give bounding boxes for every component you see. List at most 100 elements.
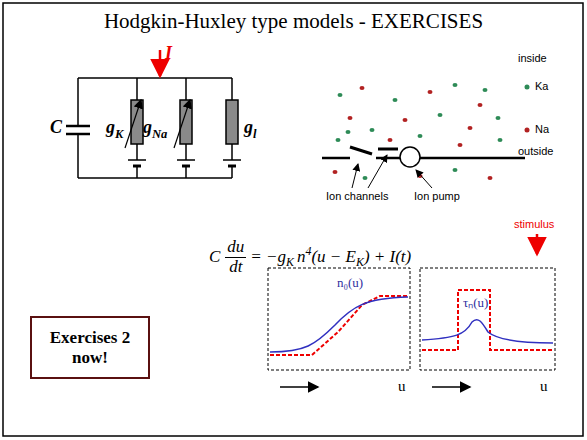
variable-arrow: [125, 100, 141, 148]
stimulus-label: stimulus: [514, 218, 554, 230]
ion-dot: [488, 176, 493, 180]
wire: [185, 144, 187, 160]
conductance-label-group: gK: [106, 118, 123, 141]
ion-dot: [348, 116, 353, 120]
region-label: outside: [518, 145, 553, 157]
ion-dot: [453, 83, 458, 87]
n0-curve: [270, 297, 408, 352]
curve-label: n₀(u): [337, 275, 363, 290]
conductance-branches: [125, 78, 241, 178]
plot-frame: [420, 268, 555, 370]
axis-label-group: u: [540, 378, 548, 395]
conductance-branch: [223, 78, 241, 178]
ka-dot: [525, 85, 530, 90]
ion-dot: [468, 126, 473, 130]
wire: [185, 166, 187, 178]
equation-part: = −g: [250, 247, 286, 266]
equation-part: K: [356, 255, 364, 269]
equation-part: C: [209, 248, 220, 267]
axis-arrow: [432, 386, 470, 388]
ion-dot: [403, 118, 408, 122]
equation-part: (u − E: [311, 247, 356, 266]
region-label-group: outside: [518, 145, 553, 157]
ion-dot: [453, 168, 458, 172]
region-label: inside: [518, 52, 547, 64]
circuit: [66, 78, 232, 178]
region-label-group: inside: [518, 52, 547, 64]
battery-plate: [128, 159, 146, 161]
ion-dot: [496, 116, 501, 120]
ion-label-group: Na: [535, 123, 549, 135]
wire: [136, 166, 138, 178]
wire: [231, 144, 233, 160]
membrane: [322, 147, 525, 167]
axis-label: u: [398, 378, 406, 394]
ion-dot: [360, 86, 365, 90]
equation-part: du: [225, 238, 246, 258]
ion-dot: [438, 113, 443, 117]
callout-label: Ion pump: [414, 190, 460, 202]
conductance-label: l: [253, 127, 257, 141]
callout-label: Ion channels: [326, 190, 388, 202]
conductance-label: g: [143, 117, 152, 137]
equation-part: 4: [305, 244, 311, 258]
wire: [136, 78, 138, 100]
equation: Cdudt= −gKn4(u − EK) + I(t): [209, 238, 411, 276]
equation-part: dt: [229, 258, 242, 277]
wire: [136, 144, 138, 160]
exercise-box: Exercises 2 now!: [30, 316, 150, 379]
leader-lines: [352, 155, 432, 188]
conductance-branch: [174, 78, 195, 178]
wire: [231, 166, 233, 178]
conductance-label: g: [106, 117, 115, 137]
curve-label-group: τₙ(u): [462, 296, 489, 310]
resistor-symbol: [226, 100, 238, 144]
current-label: I: [165, 43, 172, 63]
conductance-label: K: [115, 127, 123, 141]
conductance-label-group: gl: [244, 118, 257, 141]
stimulus-arrow: [536, 234, 539, 254]
callout-label-group: Ion channels: [326, 190, 388, 202]
ion-dot: [428, 90, 433, 94]
equation-part: n: [297, 247, 306, 266]
callout-label-group: Ion pump: [414, 190, 460, 202]
conductance-label: Na: [152, 127, 167, 141]
conductance-branch: [125, 78, 146, 178]
ion-dot: [478, 103, 483, 107]
ion-dot: [336, 138, 341, 142]
na-dot: [525, 128, 530, 133]
conductance-label-group: gNa: [143, 118, 167, 141]
ion-dot: [370, 128, 375, 132]
tau-curve: [422, 320, 553, 343]
wire: [231, 78, 233, 100]
resistor-symbol: [131, 100, 143, 144]
ion-label: Na: [535, 123, 549, 135]
ion-dot: [498, 138, 503, 142]
n0-approx-curve: [270, 296, 408, 355]
curve-label: τₙ(u): [463, 295, 488, 310]
plot-frame: [268, 268, 410, 370]
curve-label-group: n₀(u): [337, 276, 363, 290]
fraction: dudt: [225, 238, 246, 276]
stimulus-label-group: stimulus: [514, 218, 554, 230]
slide-border: [3, 3, 583, 436]
axis-label: u: [540, 378, 548, 394]
equation-part: ) + I(t): [364, 247, 411, 266]
current-arrow: [159, 50, 162, 76]
ion-dot: [388, 138, 393, 142]
axis-label-group: u: [398, 378, 406, 395]
slide-title: Hodgkin-Huxley type models - EXERCISES: [0, 10, 587, 33]
ion-dot: [418, 134, 423, 138]
ion-dot: [338, 93, 343, 97]
capacitor-label: C: [50, 117, 62, 137]
ion-dot: [458, 143, 463, 147]
current-label-group: I: [165, 44, 172, 64]
ion-label: Ka: [535, 80, 548, 92]
tau-approx-curve: [422, 290, 553, 350]
battery-plate: [223, 159, 241, 161]
wire: [185, 78, 187, 100]
equation-part: K: [286, 255, 294, 269]
ion-dot: [333, 170, 338, 174]
resistor-symbol: [180, 100, 192, 144]
